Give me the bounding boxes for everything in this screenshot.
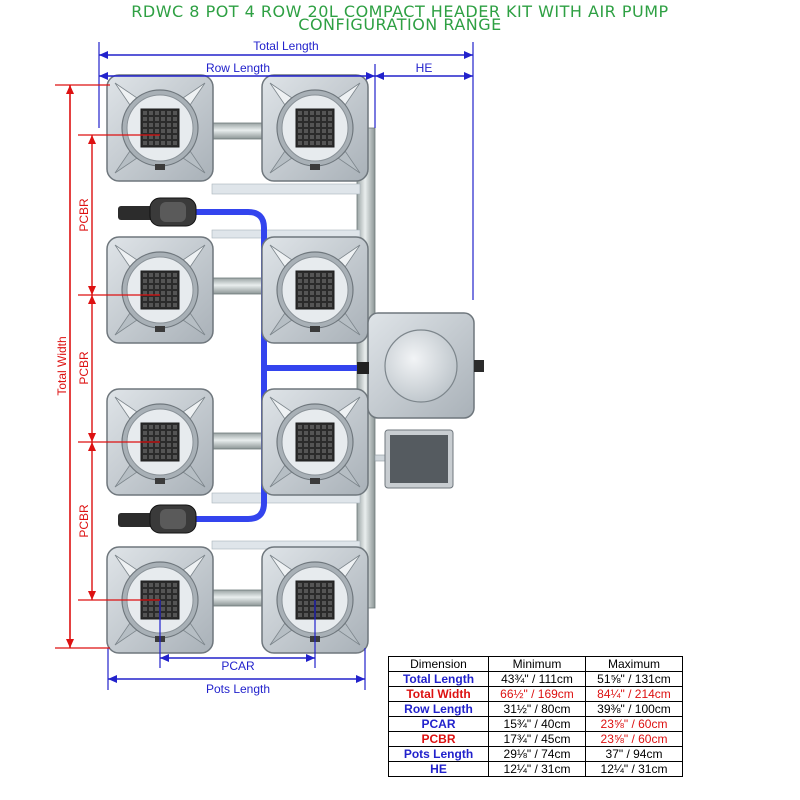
minimum-value: 31½" / 80cm: [488, 701, 586, 717]
maximum-value: 37" / 94cm: [585, 746, 683, 762]
dimension-name: HE: [388, 761, 489, 777]
dimension-name: Total Width: [388, 686, 489, 702]
table-row: PCAR 15¾" / 40cm 23⅝" / 60cm: [388, 716, 683, 732]
table-row: HE 12¼" / 31cm 12¼" / 31cm: [388, 761, 683, 777]
pots-length-label: Pots Length: [206, 682, 270, 696]
total-length-label: Total Length: [253, 39, 318, 53]
blue-arrowheads: [99, 51, 473, 683]
maximum-value: 23⅝" / 60cm: [585, 716, 683, 732]
diagram-title: RDWC 8 POT 4 ROW 20L COMPACT HEADER KIT …: [131, 2, 669, 21]
table-header-row: Dimension Minimum Maximum: [388, 656, 683, 672]
pot: [261, 388, 369, 496]
red-arrowheads: [66, 85, 96, 648]
table-row: Total Width 66½" / 169cm 84¼" / 214cm: [388, 686, 683, 702]
table-row: Row Length 31½" / 80cm 39⅜" / 100cm: [388, 701, 683, 717]
minimum-value: 43¾" / 111cm: [488, 671, 586, 687]
table-header: Minimum: [488, 656, 586, 672]
air-line: [192, 209, 371, 522]
pot: [261, 74, 369, 182]
red-dimensions: [55, 84, 160, 649]
dimension-name: Pots Length: [388, 746, 489, 762]
pcar-label: PCAR: [221, 659, 255, 673]
minimum-value: 12¼" / 31cm: [488, 761, 586, 777]
blue-dimensions: [98, 42, 474, 690]
table-row: Total Length 43¾" / 111cm 51⅝" / 131cm: [388, 671, 683, 687]
table-header: Dimension: [388, 656, 489, 672]
dimension-name: Total Length: [388, 671, 489, 687]
pot: [106, 236, 214, 344]
pcbr-label: PCBR: [77, 198, 91, 232]
pot: [261, 236, 369, 344]
dimension-name: Row Length: [388, 701, 489, 717]
maximum-value: 23⅝" / 60cm: [585, 731, 683, 747]
table-row: Pots Length 29⅛" / 74cm 37" / 94cm: [388, 746, 683, 762]
maximum-value: 51⅝" / 131cm: [585, 671, 683, 687]
header-tank: [357, 312, 484, 419]
pcbr-label: PCBR: [77, 504, 91, 538]
total-width-label: Total Width: [55, 336, 69, 395]
minimum-value: 17¾" / 45cm: [488, 731, 586, 747]
minimum-value: 15¾" / 40cm: [488, 716, 586, 732]
table-row: PCBR 17¾" / 45cm 23⅝" / 60cm: [388, 731, 683, 747]
diagram-subtitle: CONFIGURATION RANGE: [298, 15, 502, 34]
pcbr-label: PCBR: [77, 351, 91, 385]
spec-table: Dimension Minimum Maximum Total Length 4…: [388, 656, 683, 777]
table-header: Maximum: [585, 656, 683, 672]
minimum-value: 29⅛" / 74cm: [488, 746, 586, 762]
pot: [106, 74, 214, 182]
air-stones: [118, 197, 197, 534]
dimension-name: PCAR: [388, 716, 489, 732]
he-label: HE: [416, 61, 433, 75]
dimension-name: PCBR: [388, 731, 489, 747]
maximum-value: 39⅜" / 100cm: [585, 701, 683, 717]
maximum-value: 12¼" / 31cm: [585, 761, 683, 777]
minimum-value: 66½" / 169cm: [488, 686, 586, 702]
pot-grid: [106, 74, 369, 654]
air-pump: [384, 429, 454, 489]
row-length-label: Row Length: [206, 61, 270, 75]
maximum-value: 84¼" / 214cm: [585, 686, 683, 702]
